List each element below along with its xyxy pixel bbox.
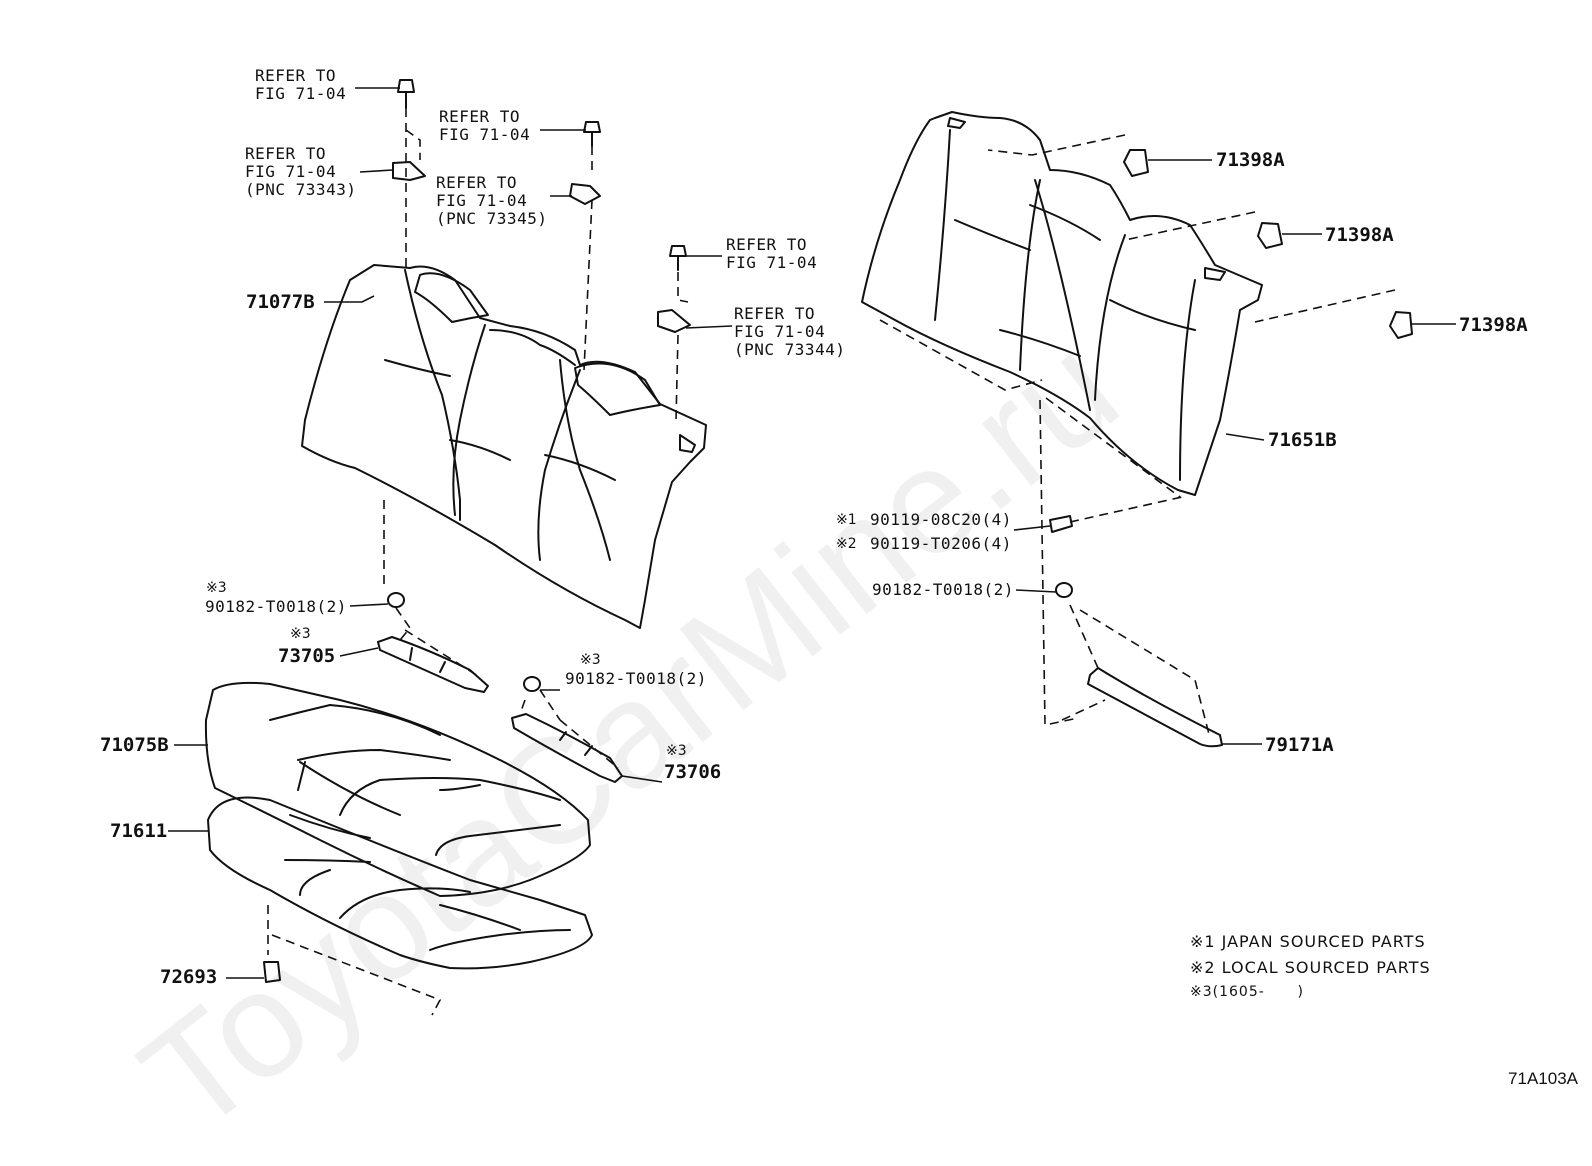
bracket-73705 xyxy=(377,636,489,693)
part-bolt-90119-08C20[interactable]: 90119-08C20(4) xyxy=(870,510,1012,529)
bar-79171A xyxy=(1087,667,1223,748)
seatback-left xyxy=(301,264,707,629)
part-71077B[interactable]: 71077B xyxy=(246,291,315,313)
mark-local-2: ※2 xyxy=(836,536,857,552)
cushion-frame xyxy=(207,796,593,970)
bracket-73706 xyxy=(511,713,623,783)
part-bolt-90119-T0206[interactable]: 90119-T0206(4) xyxy=(870,534,1012,553)
assembly-lines xyxy=(267,108,1396,1016)
part-79171A[interactable]: 79171A xyxy=(1265,734,1334,756)
part-71611[interactable]: 71611 xyxy=(110,820,168,842)
part-71398A-middle[interactable]: 71398A xyxy=(1325,224,1394,246)
mark-japan-1: ※1 xyxy=(836,512,857,528)
seat-cushion xyxy=(204,681,591,897)
mark-3-nut-mid: ※3 xyxy=(580,652,601,668)
part-71398A-top[interactable]: 71398A xyxy=(1216,149,1285,171)
legend-date-range: ※3(1605- ) xyxy=(1190,984,1304,1000)
part-nut-left-2[interactable]: 90182-T0018(2) xyxy=(565,669,707,688)
part-71651B[interactable]: 71651B xyxy=(1268,429,1337,451)
part-71075B[interactable]: 71075B xyxy=(100,734,169,756)
part-nut-right[interactable]: 90182-T0018(2) xyxy=(872,580,1014,599)
legend-japan: ※1 JAPAN SOURCED PARTS xyxy=(1190,932,1426,951)
legend-local: ※2 LOCAL SOURCED PARTS xyxy=(1190,958,1431,977)
mark-3-nut-left: ※3 xyxy=(206,580,227,596)
seatback-frame-right xyxy=(861,111,1263,496)
part-73705[interactable]: 73705 xyxy=(278,645,336,667)
part-73706[interactable]: 73706 xyxy=(664,761,722,783)
part-72693[interactable]: 72693 xyxy=(160,966,218,988)
mark-3-73705: ※3 xyxy=(290,626,311,642)
part-71398A-right[interactable]: 71398A xyxy=(1459,314,1528,336)
part-nut-left-1[interactable]: 90182-T0018(2) xyxy=(205,597,347,616)
parts-diagram xyxy=(168,79,1456,1016)
figure-code: 71A103A xyxy=(1508,1069,1578,1088)
mark-3-73706: ※3 xyxy=(666,743,687,759)
leader-lines xyxy=(168,87,1456,979)
